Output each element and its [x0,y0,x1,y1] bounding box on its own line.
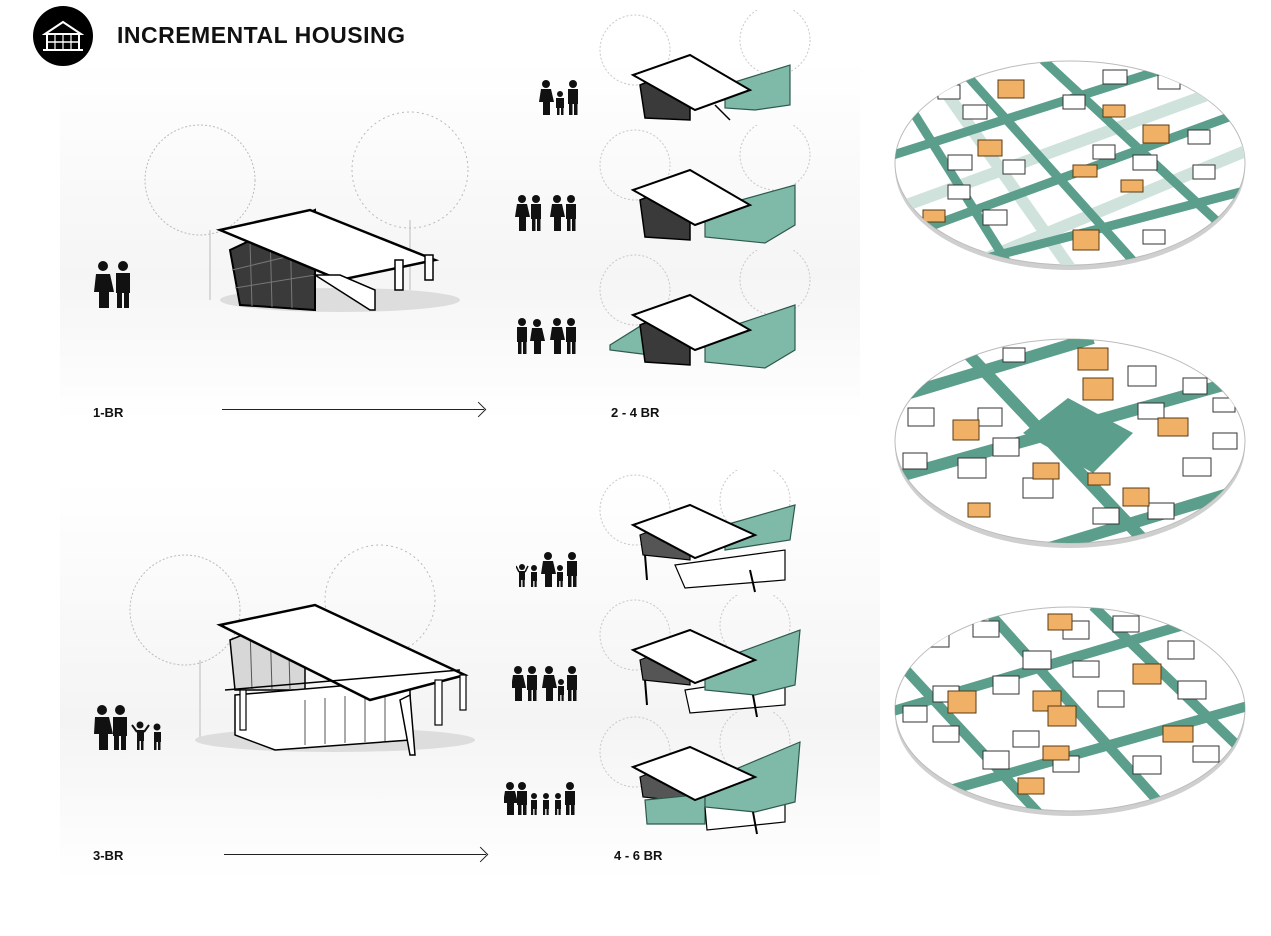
house-variant-2br [595,10,815,125]
family-four-adults-icon [515,195,579,233]
family-group-icon [515,318,579,356]
house-logo-icon [33,6,93,66]
neighborhood-disc-plaza [893,338,1248,550]
row2-end-label: 4 - 6 BR [614,848,663,863]
family-large-icon-c [504,782,578,816]
house-variant-5br [595,595,815,720]
neighborhood-disc-mixed [893,606,1248,818]
house-variant-4br [595,250,815,370]
house-3br-illustration [125,540,475,760]
row1-arrow [222,409,484,410]
family-two-adults-icon [92,260,136,308]
page-title: INCREMENTAL HOUSING [117,22,406,48]
house-variant-4br-2story [595,470,815,595]
row2-start-label: 3-BR [93,848,124,863]
row1-end-label: 2 - 4 BR [611,405,660,420]
family-adult-child-icon [538,80,582,116]
house-variant-6br [595,712,815,837]
neighborhood-disc-grid [893,60,1248,272]
row2-arrow [224,854,486,855]
house-1br-illustration [140,110,480,320]
house-variant-3br [595,125,815,245]
row1-start-label: 1-BR [93,405,124,420]
family-large-icon-a [516,552,580,588]
family-adults-children-icon [92,705,166,751]
family-large-icon-b [512,666,578,702]
